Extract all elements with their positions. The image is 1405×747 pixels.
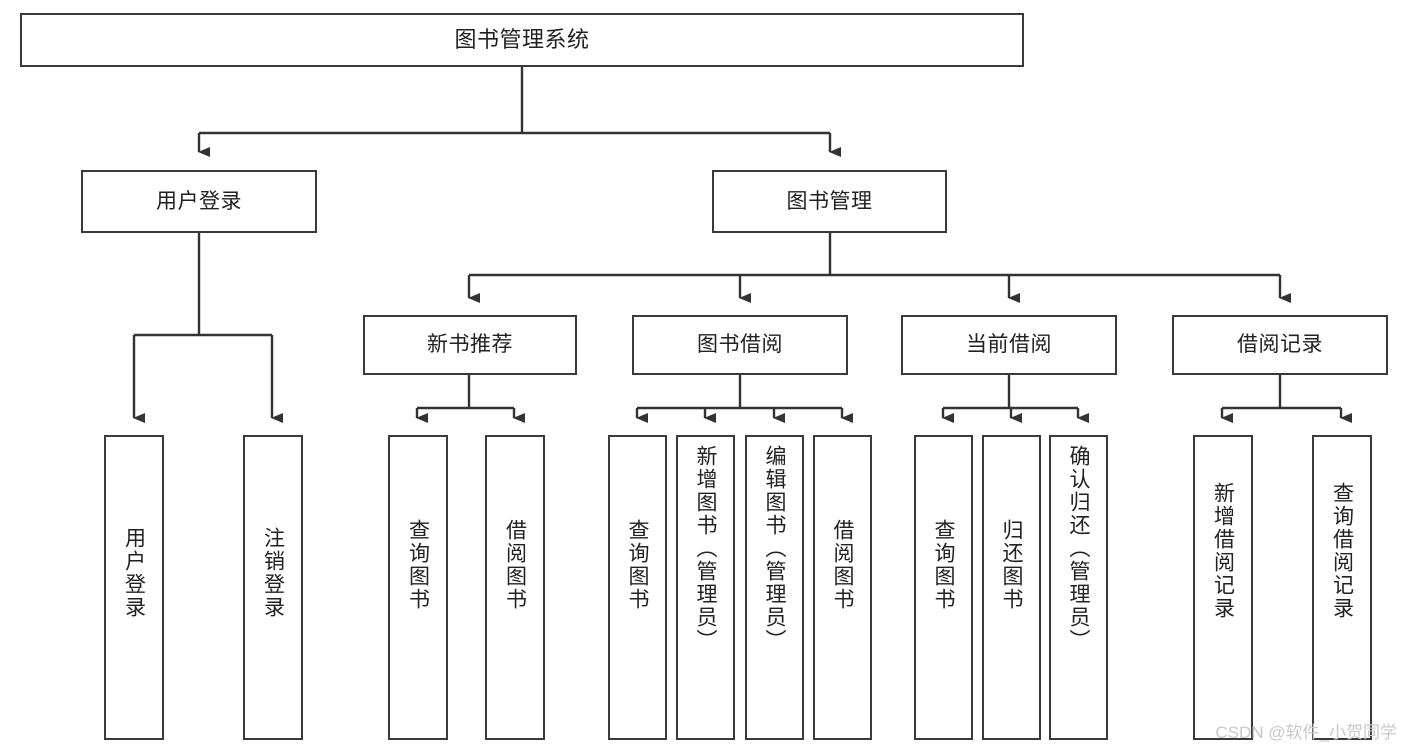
node-label: 借阅图书: [831, 519, 854, 611]
node-label: 归还图书: [1000, 519, 1023, 611]
leaf-current-borrow-return-book[interactable]: 归还图书: [982, 435, 1041, 740]
leaf-book-borrow-add-book-admin[interactable]: 新增图书（管理员）: [676, 435, 735, 740]
node-label: 用户登录: [122, 527, 146, 619]
node-root-book-management-system[interactable]: 图书管理系统: [20, 13, 1024, 67]
node-label: 注销登录: [261, 527, 285, 619]
leaf-borrow-record-query-record[interactable]: 查询借阅记录: [1312, 435, 1372, 740]
node-book-management[interactable]: 图书管理: [712, 170, 947, 233]
leaf-current-borrow-confirm-return-admin[interactable]: 确认归还（管理员）: [1049, 435, 1108, 740]
node-user-login[interactable]: 用户登录: [81, 170, 317, 233]
node-label: 借阅图书: [503, 519, 527, 611]
leaf-book-borrow-edit-book-admin[interactable]: 编辑图书（管理员）: [745, 435, 804, 740]
watermark-text: CSDN @软件_小贺同学: [1215, 723, 1397, 742]
leaf-book-borrow-borrow-book[interactable]: 借阅图书: [813, 435, 872, 740]
leaf-book-borrow-query-book[interactable]: 查询图书: [608, 435, 667, 740]
node-borrow-record[interactable]: 借阅记录: [1172, 315, 1388, 375]
node-label: 查询图书: [932, 519, 955, 611]
leaf-new-book-borrow-book[interactable]: 借阅图书: [485, 435, 545, 740]
node-current-borrow[interactable]: 当前借阅: [901, 315, 1117, 375]
node-label: 编辑图书（管理员）: [763, 445, 786, 652]
node-label: 查询借阅记录: [1330, 482, 1354, 620]
leaf-new-book-query-book[interactable]: 查询图书: [388, 435, 448, 740]
node-label: 新增借阅记录: [1211, 482, 1235, 620]
node-label: 查询图书: [406, 519, 430, 611]
node-book-borrow[interactable]: 图书借阅: [632, 315, 848, 375]
node-label: 查询图书: [626, 519, 649, 611]
node-label: 新增图书（管理员）: [694, 445, 717, 652]
leaf-borrow-record-add-record[interactable]: 新增借阅记录: [1193, 435, 1253, 740]
node-label: 图书借阅: [697, 333, 783, 357]
node-label: 图书管理: [786, 189, 873, 213]
node-label: 当前借阅: [966, 333, 1052, 357]
node-label: 借阅记录: [1237, 333, 1323, 357]
leaf-current-borrow-query-book[interactable]: 查询图书: [914, 435, 973, 740]
leaf-user-login-user-login[interactable]: 用户登录: [104, 435, 164, 740]
node-new-book-recommend[interactable]: 新书推荐: [363, 315, 577, 375]
node-label: 新书推荐: [427, 333, 513, 357]
node-label: 确认归还（管理员）: [1067, 445, 1090, 652]
node-label: 用户登录: [156, 189, 242, 213]
node-label: 图书管理系统: [454, 26, 590, 52]
leaf-user-login-logout[interactable]: 注销登录: [243, 435, 303, 740]
